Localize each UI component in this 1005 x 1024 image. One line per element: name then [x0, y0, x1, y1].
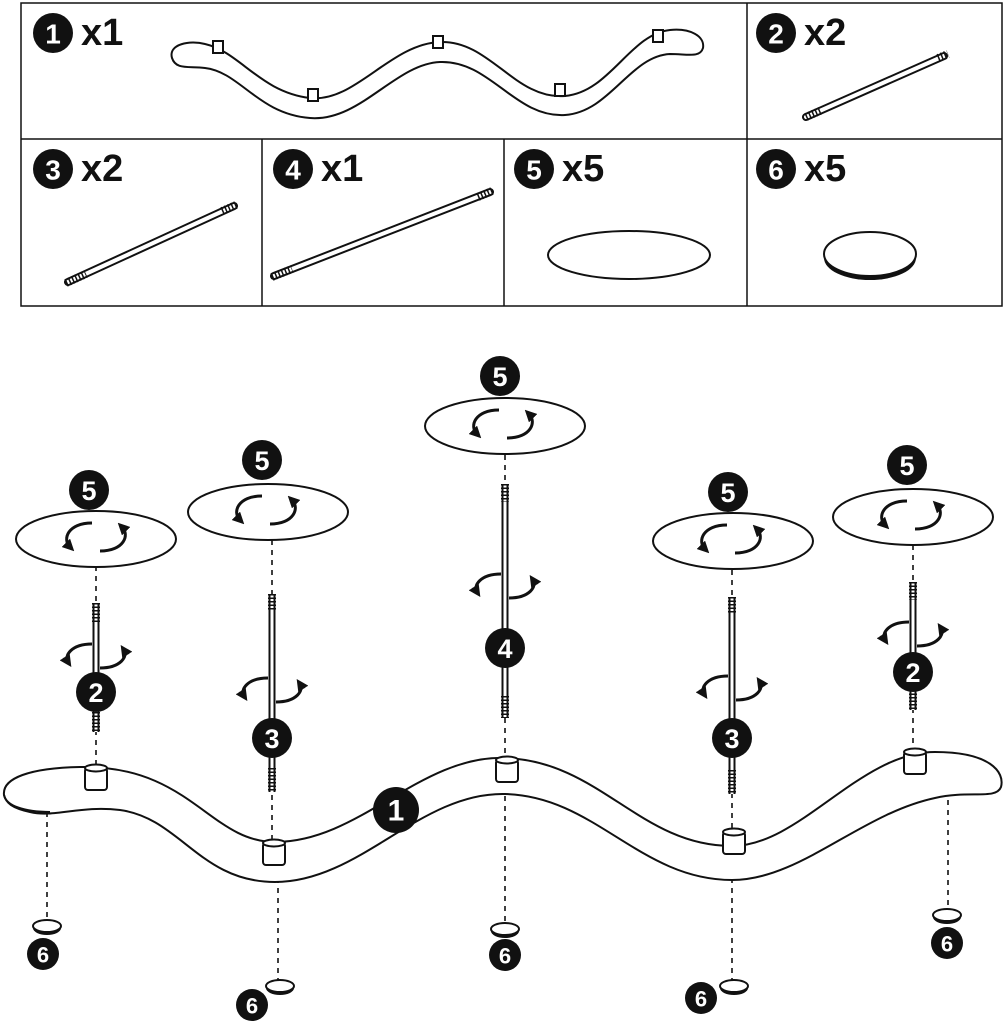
assembly-base: 1 — [2, 747, 1003, 884]
part-5-cell: 5 x5 — [514, 148, 711, 280]
part-1-base-drawing — [170, 28, 705, 120]
part-1-quantity: x1 — [81, 12, 123, 54]
part-2-number: 2 — [768, 19, 784, 50]
part-1-pegs — [212, 29, 664, 102]
guide-lines — [46, 455, 949, 982]
plate-center-label: 5 — [492, 362, 507, 392]
wavy-base-body — [2, 750, 1003, 884]
plate-right-center-label: 5 — [720, 478, 735, 508]
part-3-quantity: x2 — [81, 148, 123, 190]
plate-center: 5 — [424, 356, 586, 455]
part-4-quantity: x1 — [321, 148, 363, 190]
plate-left-center: 5 — [187, 440, 349, 541]
part-5-quantity: x5 — [562, 148, 604, 190]
part-3-cell: 3 x2 — [33, 148, 238, 287]
foot-3: 6 — [489, 922, 521, 971]
part-1-cell: 1 x1 — [33, 12, 705, 120]
part-6-foot-drawing — [823, 231, 917, 280]
parts-table: 1 x1 2 x2 3 x2 — [20, 2, 1003, 307]
plate-right-center: 5 — [652, 472, 814, 570]
foot-4-label: 6 — [695, 987, 707, 1012]
part-6-cell: 6 x5 — [756, 148, 917, 280]
foot-3-label: 6 — [499, 944, 511, 969]
part-3-rod-drawing — [64, 201, 238, 287]
part-3-number: 3 — [45, 155, 61, 186]
rotate-arrow-rod-right — [876, 620, 950, 648]
part-4-cell: 4 x1 — [270, 148, 494, 281]
part-1-number: 1 — [45, 19, 61, 50]
part-6-quantity: x5 — [804, 148, 846, 190]
foot-2: 6 — [236, 979, 295, 1021]
foot-1-label: 6 — [37, 943, 49, 968]
foot-2-label: 6 — [246, 994, 258, 1019]
foot-4: 6 — [685, 979, 749, 1014]
rotate-arrow-rod-left — [59, 642, 133, 670]
rotate-arrow-rod-right-center — [695, 674, 769, 702]
part-5-number: 5 — [526, 155, 542, 186]
rotate-arrow-rod-center — [468, 572, 542, 600]
part-2-rod-drawing — [802, 50, 950, 121]
rod-right-center-label: 3 — [724, 724, 739, 754]
rod-right-label: 2 — [905, 658, 920, 688]
part-6-number: 6 — [768, 155, 784, 186]
rod-left-center-label: 3 — [264, 724, 279, 754]
plate-left: 5 — [15, 470, 177, 568]
plate-left-center-label: 5 — [254, 446, 269, 476]
part-2-quantity: x2 — [804, 12, 846, 54]
rod-left-label: 2 — [88, 678, 103, 708]
plate-right-label: 5 — [899, 451, 914, 481]
assembly-plates: 5 5 5 5 5 — [15, 356, 994, 570]
plate-right: 5 — [832, 445, 994, 546]
rotate-arrow-rod-left-center — [235, 676, 309, 704]
rod-labels: 2 3 4 3 2 — [76, 628, 933, 758]
foot-5: 6 — [931, 908, 963, 959]
rod-center-label: 4 — [497, 634, 512, 664]
part-5-plate-drawing — [547, 230, 711, 280]
assembly-feet: 6 6 6 6 6 — [27, 908, 963, 1021]
foot-5-label: 6 — [941, 932, 953, 957]
foot-1: 6 — [27, 919, 62, 970]
part-4-number: 4 — [285, 155, 301, 186]
part-4-rod-drawing — [270, 187, 494, 281]
base-pegs — [84, 747, 927, 866]
base-label: 1 — [388, 795, 405, 828]
plate-left-label: 5 — [81, 476, 96, 506]
part-2-cell: 2 x2 — [756, 12, 950, 121]
rotation-arrows — [59, 572, 950, 704]
